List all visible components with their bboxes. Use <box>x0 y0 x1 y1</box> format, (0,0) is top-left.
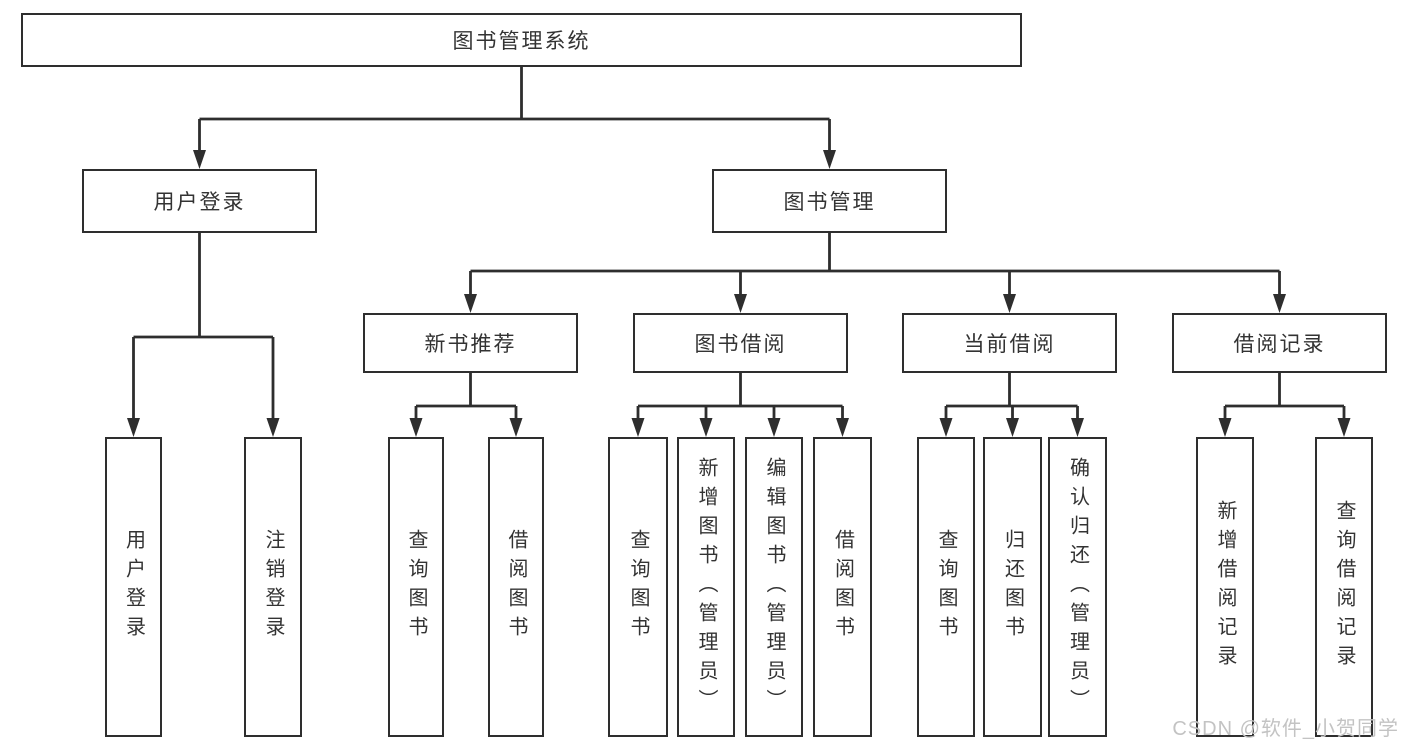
diagram-leaf-query-books-1: 查询图书 <box>388 437 444 737</box>
node-label-book-borrowing: 图书借阅 <box>694 333 787 356</box>
leaf-label-confirm-return-admin: 确认归还（管理员） <box>1066 456 1089 718</box>
leaf-label-add-borrow-record: 新增借阅记录 <box>1214 500 1236 674</box>
leaf-label-borrow-books-1: 借阅图书 <box>505 529 527 645</box>
diagram-node-root: 图书管理系统 <box>21 13 1022 67</box>
leaf-label-query-borrow-record: 查询借阅记录 <box>1333 500 1355 674</box>
csdn-watermark: CSDN @软件_小贺同学 <box>1172 718 1399 740</box>
diagram-node-book-management: 图书管理 <box>712 169 947 233</box>
diagram-leaf-return-books: 归还图书 <box>983 437 1042 737</box>
leaf-label-query-books-2: 查询图书 <box>627 529 649 645</box>
leaf-label-logout: 注销登录 <box>262 529 284 645</box>
leaf-label-query-books-3: 查询图书 <box>935 529 957 645</box>
node-label-root: 图书管理系统 <box>452 30 591 53</box>
node-label-book-management: 图书管理 <box>783 191 876 214</box>
diagram-node-book-borrowing: 图书借阅 <box>633 313 848 373</box>
node-label-borrowing-records: 借阅记录 <box>1233 333 1326 356</box>
diagram-leaf-logout: 注销登录 <box>244 437 302 737</box>
diagram-leaf-borrow-books-1: 借阅图书 <box>488 437 544 737</box>
diagram-leaf-query-borrow-record: 查询借阅记录 <box>1315 437 1373 737</box>
node-label-new-book-recommend: 新书推荐 <box>424 333 517 356</box>
node-label-current-borrowing: 当前借阅 <box>963 333 1056 356</box>
leaf-label-add-books-admin: 新增图书（管理员） <box>695 456 717 718</box>
diagram-leaf-borrow-books-2: 借阅图书 <box>813 437 872 737</box>
leaf-label-edit-books-admin: 编辑图书（管理员） <box>763 456 785 718</box>
leaf-label-return-books: 归还图书 <box>1001 529 1024 645</box>
diagram-leaf-edit-books-admin: 编辑图书（管理员） <box>745 437 803 737</box>
diagram-leaf-query-books-3: 查询图书 <box>917 437 975 737</box>
diagram-node-new-book-recommend: 新书推荐 <box>363 313 578 373</box>
diagram-leaf-add-borrow-record: 新增借阅记录 <box>1196 437 1254 737</box>
diagram-leaf-query-books-2: 查询图书 <box>608 437 668 737</box>
leaf-label-user-login: 用户登录 <box>122 529 145 645</box>
diagram-leaf-user-login: 用户登录 <box>105 437 162 737</box>
diagram-leaf-add-books-admin: 新增图书（管理员） <box>677 437 735 737</box>
diagram-leaf-confirm-return-admin: 确认归还（管理员） <box>1048 437 1107 737</box>
node-label-user-login: 用户登录 <box>153 191 246 214</box>
leaf-label-query-books-1: 查询图书 <box>405 529 427 645</box>
diagram-node-borrowing-records: 借阅记录 <box>1172 313 1387 373</box>
leaf-label-borrow-books-2: 借阅图书 <box>831 529 854 645</box>
diagram-node-user-login: 用户登录 <box>82 169 317 233</box>
diagram-node-current-borrowing: 当前借阅 <box>902 313 1117 373</box>
